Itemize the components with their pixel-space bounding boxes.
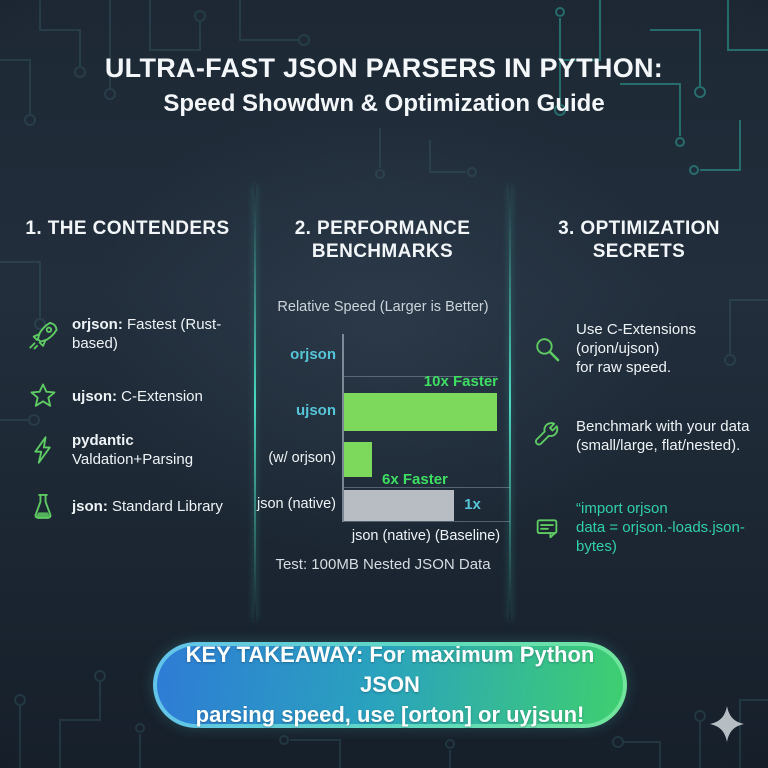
heading-line: 3. OPTIMIZATION [558, 218, 720, 239]
secrets-list: Use C-Extensions (orjon/ujson)for raw sp… [530, 320, 762, 556]
benchmark-chart: orjson 10x Faster ujson (w/ orjson) 6x F… [242, 330, 510, 565]
key-takeaway-line1: KEY TAKEAWAY: For maximum Python JSON [185, 642, 595, 697]
chart-caption: Test: 100MB Nested JSON Data [275, 556, 491, 573]
benchmarks-heading: 2. PERFORMANCE BENCHMARKS [255, 217, 510, 263]
wrench-icon [530, 419, 564, 453]
secret-text: Benchmark with your data(small/large, fl… [576, 418, 750, 454]
chart-x-axis-label: json (native) (Baseline) [351, 528, 501, 544]
key-takeaway-line2: parsing speed, use [orton] or uyjsun! [195, 702, 585, 727]
secret-text: Use C-Extensions (orjon/ujson)for raw sp… [576, 321, 697, 376]
star-icon [26, 379, 60, 413]
page-title: ULTRA-FAST JSON PARSERS IN PYTHON: [104, 53, 664, 83]
code-card-icon [530, 511, 564, 545]
with-orjson-bar-annotation: 6x Faster [382, 471, 448, 488]
sparkle-icon [710, 706, 744, 742]
json-native-row-label: json (native) [257, 496, 336, 512]
chart-title: Relative Speed (Larger is Better) [277, 299, 489, 315]
rocket-icon [26, 317, 60, 351]
contenders-heading: 1. THE CONTENDERS [25, 218, 230, 239]
heading-line: 2. PERFORMANCE [294, 218, 471, 239]
key-takeaway-banner: KEY TAKEAWAY: For maximum Python JSON pa… [153, 642, 627, 728]
secrets-heading: 3. OPTIMIZATION SECRETS [510, 217, 768, 263]
key-takeaway-inner: KEY TAKEAWAY: For maximum Python JSON pa… [157, 642, 623, 727]
page-subtitle: Speed Showdwn & Optimization Guide [163, 90, 605, 117]
contenders-list: orjson: Fastest (Rust-based) ujson: C-Ext… [26, 314, 241, 526]
json-native-bar [344, 490, 454, 521]
with-orjson-row-label: (w/ orjson) [268, 450, 336, 466]
with-orjson-bar [344, 442, 372, 477]
flask-icon [26, 489, 60, 523]
contender-item: json: Standard Library [26, 486, 241, 526]
baseline-annotation: 1x [464, 496, 481, 513]
lightning-icon [26, 433, 60, 467]
contender-text: ujson: C-Extension [72, 387, 203, 405]
magnifier-icon [530, 332, 564, 366]
contender-item: orjson: Fastest (Rust-based) [26, 314, 241, 354]
ujson-bar-annotation: 10x Faster [423, 373, 498, 390]
secret-item: Use C-Extensions (orjon/ujson)for raw sp… [530, 320, 762, 377]
heading-line: BENCHMARKS [311, 241, 454, 262]
contender-text: orjson: Fastest (Rust-based) [72, 316, 222, 352]
ujson-bar [344, 393, 497, 431]
ujson-row-label: ujson [296, 402, 336, 419]
heading-line: SECRETS [592, 241, 686, 262]
orjson-row-label: orjson [290, 346, 336, 363]
chart-gridline [344, 521, 510, 522]
secret-item: Benchmark with your data(small/large, fl… [530, 413, 762, 459]
contender-text: json: Standard Library [72, 497, 223, 515]
contender-item: ujson: C-Extension [26, 376, 241, 416]
